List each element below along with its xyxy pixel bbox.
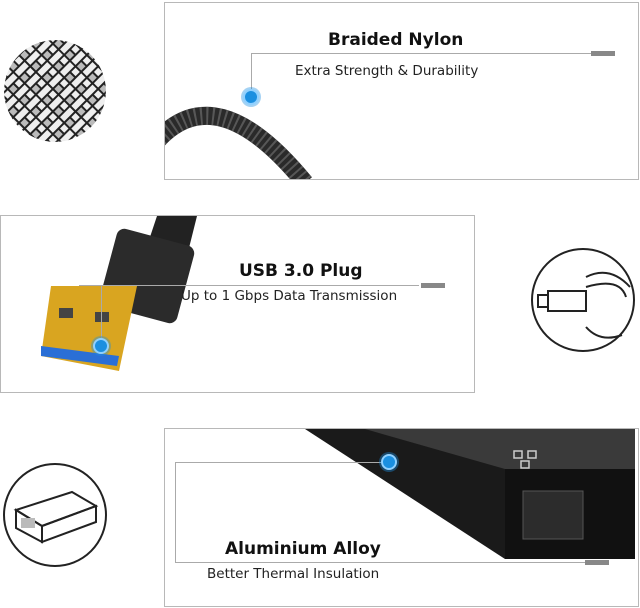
feature-title: Aluminium Alloy [225, 539, 381, 559]
highlight-dot [93, 338, 109, 354]
adapter-heat-icon [3, 463, 107, 567]
usb-plug-image [41, 216, 197, 371]
feature-title: Braided Nylon [328, 30, 464, 50]
braided-weave-icon [4, 40, 106, 142]
highlight-dot [243, 89, 259, 105]
feature-panel-braided-nylon: Braided Nylon Extra Strength & Durabilit… [164, 2, 639, 180]
feature-title: USB 3.0 Plug [239, 261, 363, 281]
feature-subtitle: Up to 1 Gbps Data Transmission [181, 288, 398, 304]
braided-cable-image [165, 106, 312, 179]
feature-subtitle: Better Thermal Insulation [207, 566, 380, 582]
feature-subtitle: Extra Strength & Durability [295, 63, 479, 79]
usb-plug-hand-icon [531, 248, 635, 352]
feature-panel-aluminium-alloy: Aluminium Alloy Better Thermal Insulatio… [164, 428, 639, 607]
highlight-dot [381, 454, 397, 470]
feature-panel-usb-plug: USB 3.0 Plug Up to 1 Gbps Data Transmiss… [0, 215, 475, 393]
